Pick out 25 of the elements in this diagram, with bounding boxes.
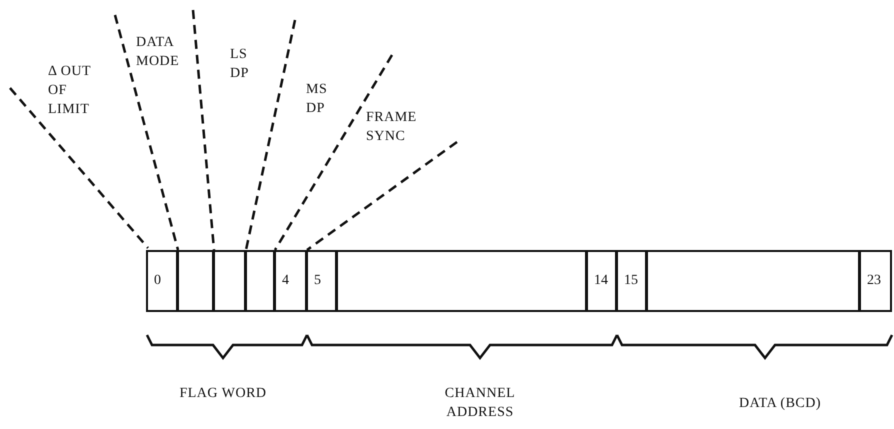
bit-number: 23 [867, 273, 881, 289]
bit-cell [177, 250, 214, 312]
bit-number: 0 [154, 273, 161, 289]
bit-cell [586, 250, 617, 312]
flag-label: DATA MODE [136, 34, 180, 71]
bit-cell [213, 250, 246, 312]
bit-cell [274, 250, 307, 312]
bit-cell [146, 250, 178, 312]
bit-cell [646, 250, 860, 312]
flag-label: FRAME SYNC [366, 109, 418, 146]
bit-cell [245, 250, 275, 312]
flag-label: MS DP [306, 81, 328, 118]
field-label: FLAG WORD [178, 385, 268, 403]
bit-number: 4 [282, 273, 289, 289]
flag-label: LS DP [230, 46, 250, 83]
bit-cell [859, 250, 892, 312]
field-label: CHANNEL ADDRESS [444, 385, 516, 422]
field-label: DATA (BCD) [738, 395, 822, 413]
bit-number: 14 [594, 273, 608, 289]
bit-cell [306, 250, 337, 312]
bit-number: 15 [624, 273, 638, 289]
bit-number: 5 [314, 273, 321, 289]
flag-label: Δ OUT OF LIMIT [48, 63, 92, 119]
bit-cell [616, 250, 647, 312]
bit-cell [336, 250, 587, 312]
